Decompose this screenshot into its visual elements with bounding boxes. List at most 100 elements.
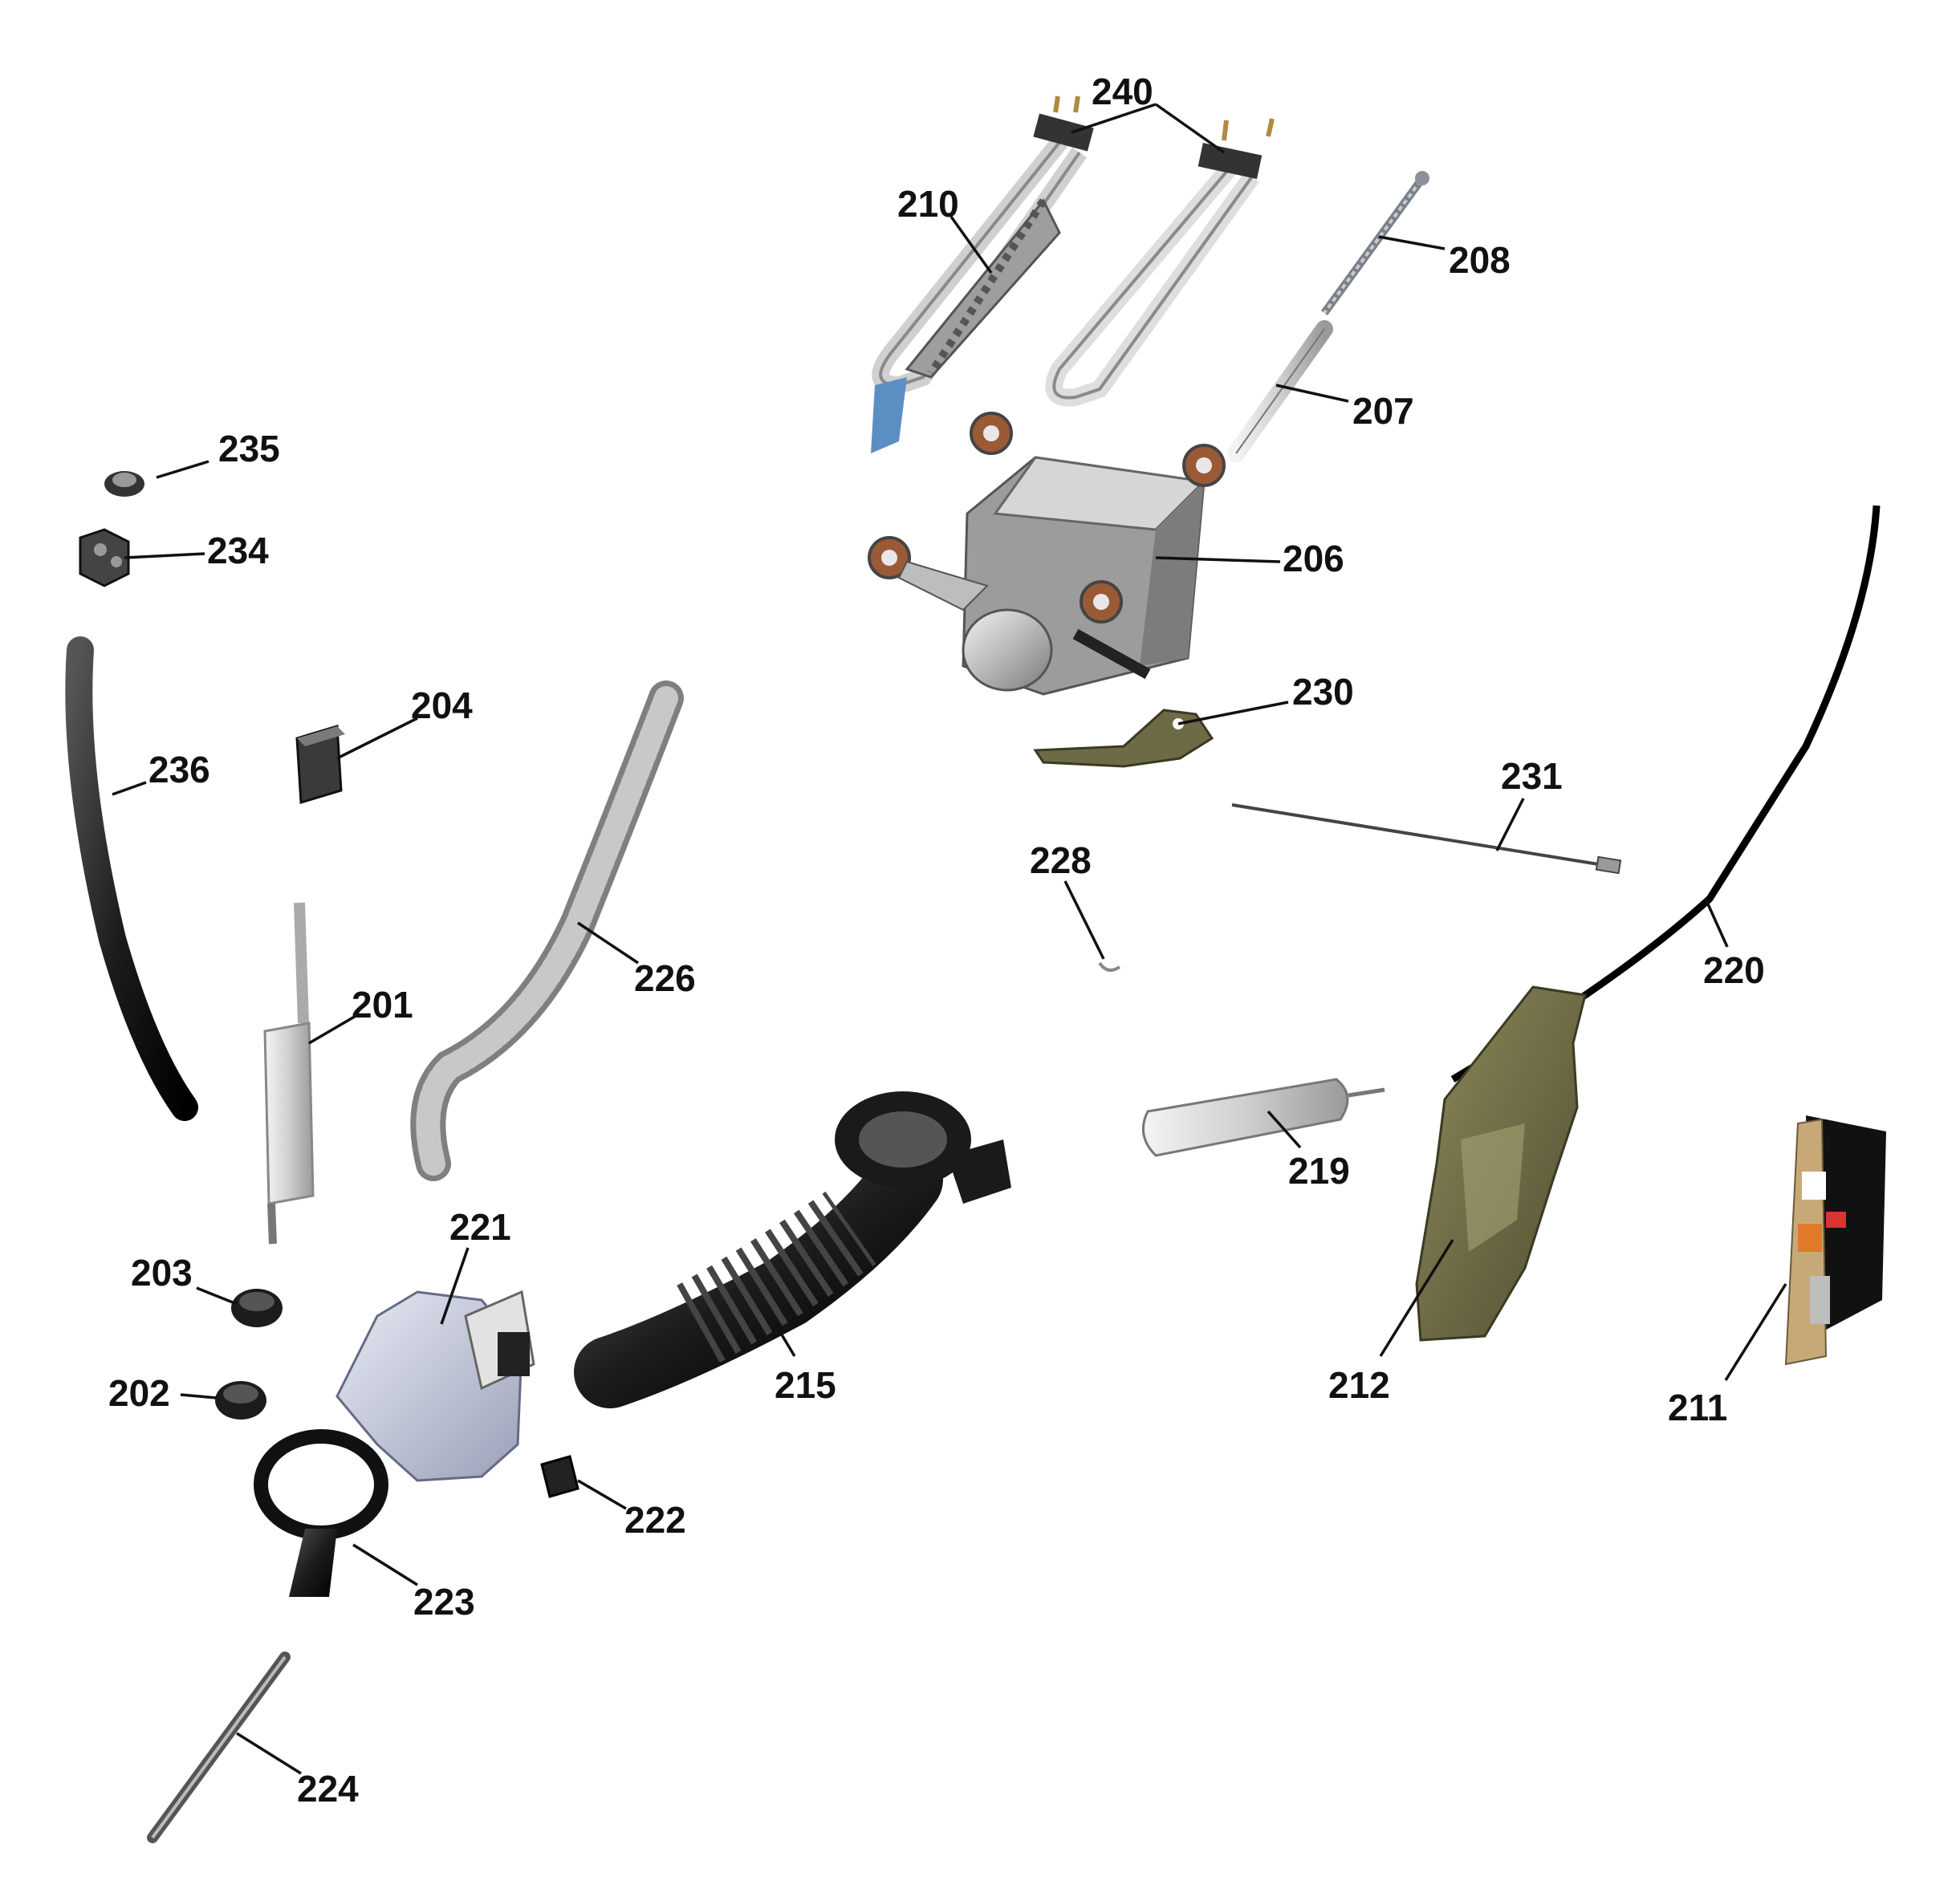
callout-236: 236 xyxy=(112,749,210,796)
part-label: 201 xyxy=(352,984,413,1026)
part-label: 224 xyxy=(297,1768,359,1810)
leader-line xyxy=(950,215,993,274)
part-label: 215 xyxy=(775,1364,836,1406)
valve-housing-shape xyxy=(335,1290,535,1482)
leader-line xyxy=(769,1315,796,1357)
callout-235: 235 xyxy=(156,428,280,479)
callout-203: 203 xyxy=(131,1252,238,1306)
callout-234: 234 xyxy=(124,530,269,571)
callout-223: 223 xyxy=(352,1543,475,1623)
hose-shape xyxy=(65,636,198,1121)
callout-206: 206 xyxy=(1155,538,1344,579)
leader-line xyxy=(1071,103,1157,134)
part-label: 231 xyxy=(1501,755,1563,797)
cylinder-sensor-shape xyxy=(1141,1078,1385,1157)
callout-201: 201 xyxy=(308,984,413,1045)
part-label: 221 xyxy=(449,1206,511,1248)
connector-shape xyxy=(79,528,130,587)
leader-line xyxy=(577,1479,627,1510)
part-label: 210 xyxy=(897,183,959,225)
callout-210: 210 xyxy=(897,183,993,274)
callout-208: 208 xyxy=(1378,235,1511,281)
leader-line xyxy=(1154,103,1226,154)
leader-line xyxy=(352,1543,418,1586)
part-label: 234 xyxy=(207,530,269,571)
part-label: 204 xyxy=(411,685,473,726)
part-label: 240 xyxy=(1092,71,1153,112)
bellows-hose-shape xyxy=(574,1091,1011,1408)
leader-line xyxy=(1155,556,1281,563)
leader-line xyxy=(1724,1283,1787,1381)
leader-line xyxy=(1704,898,1729,948)
small-block-shape xyxy=(540,1455,579,1498)
part-label: 206 xyxy=(1283,538,1344,579)
callout-212: 212 xyxy=(1328,1239,1454,1406)
callout-222: 222 xyxy=(577,1479,686,1541)
callout-240: 240 xyxy=(1071,71,1226,154)
part-label: 219 xyxy=(1288,1150,1350,1192)
leader-line xyxy=(1063,880,1105,960)
rubber-grommet-shape-203 xyxy=(231,1289,283,1327)
callout-215: 215 xyxy=(769,1315,836,1406)
thin-rod-shape xyxy=(1231,803,1622,875)
callout-231: 231 xyxy=(1495,755,1563,851)
leader-line xyxy=(308,1014,358,1045)
part-label: 203 xyxy=(131,1252,193,1294)
part-label: 202 xyxy=(108,1372,170,1414)
leader-line xyxy=(577,921,639,965)
long-screw-shape xyxy=(1320,171,1429,315)
control-board-shape xyxy=(1415,985,1587,1342)
leader-line xyxy=(112,781,147,796)
callout-224: 224 xyxy=(236,1732,359,1810)
callout-220: 220 xyxy=(1703,898,1765,991)
heating-element-terminal-shape xyxy=(1045,118,1275,407)
part-label: 236 xyxy=(148,749,210,790)
callout-226: 226 xyxy=(577,921,696,999)
corrugated-hose-shape xyxy=(410,680,684,1181)
callout-230: 230 xyxy=(1177,671,1354,725)
leader-line xyxy=(1275,384,1349,403)
callout-202: 202 xyxy=(108,1372,218,1414)
part-label: 220 xyxy=(1703,949,1765,991)
pump-shaft-shape xyxy=(1227,320,1333,462)
part-label: 226 xyxy=(634,957,696,999)
leader-line xyxy=(336,717,418,760)
small-clip-shape xyxy=(1098,961,1121,972)
part-label: 207 xyxy=(1352,390,1414,432)
part-label: 212 xyxy=(1328,1364,1390,1406)
part-label: 235 xyxy=(218,428,280,469)
gasket-seal-shape xyxy=(254,1429,388,1597)
callout-204: 204 xyxy=(336,685,473,760)
part-label: 222 xyxy=(624,1499,686,1541)
callout-228: 228 xyxy=(1030,839,1105,960)
rod-shape xyxy=(147,1651,291,1843)
leader-line xyxy=(1177,701,1289,725)
leader-line xyxy=(1379,1239,1454,1357)
leader-line xyxy=(196,1286,238,1306)
part-label: 211 xyxy=(1668,1387,1727,1428)
shock-absorber-shape xyxy=(263,902,315,1245)
callout-219: 219 xyxy=(1267,1110,1350,1192)
heating-element-shape xyxy=(871,95,1094,453)
pump-bracket-shape xyxy=(1033,709,1214,768)
cap-shape xyxy=(104,471,144,497)
part-label: 223 xyxy=(413,1581,475,1623)
relay-module-shape xyxy=(1784,1115,1886,1366)
part-label: 230 xyxy=(1292,671,1354,713)
drain-pump-motor-shape xyxy=(868,412,1226,696)
leader-line xyxy=(236,1732,302,1775)
rubber-grommet-shape-202 xyxy=(215,1381,266,1420)
rubber-block-shape xyxy=(295,725,345,804)
leader-line xyxy=(1495,798,1525,851)
leader-line xyxy=(1378,235,1446,250)
leader-line xyxy=(1267,1110,1302,1149)
callout-207: 207 xyxy=(1275,384,1414,432)
part-label: 208 xyxy=(1449,239,1511,281)
callout-221: 221 xyxy=(440,1206,511,1325)
callout-211: 211 xyxy=(1668,1283,1787,1428)
leader-line xyxy=(180,1393,218,1399)
part-label: 228 xyxy=(1030,839,1092,881)
leader-line xyxy=(156,460,209,479)
leader-line xyxy=(124,552,205,559)
